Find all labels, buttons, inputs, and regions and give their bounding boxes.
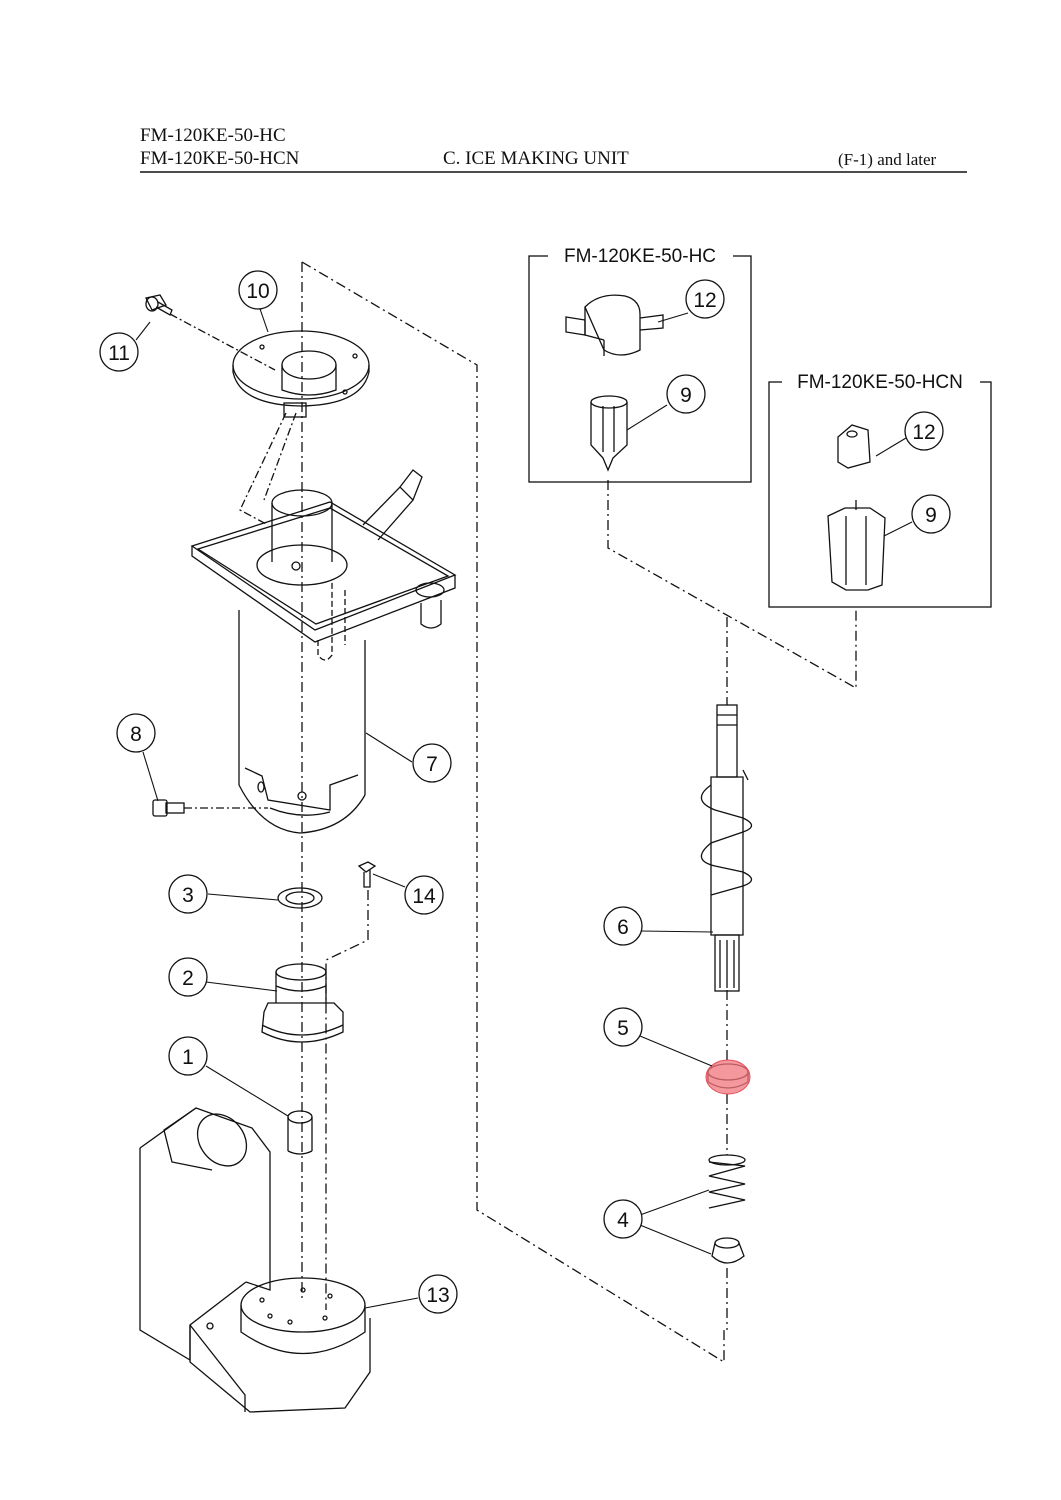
callout-12-hcn: 12 (912, 421, 935, 444)
part-13-gear-motor (139, 1107, 371, 1413)
assembly-dashed-outline (301, 261, 725, 1364)
callout-8: 8 (130, 723, 142, 746)
callout-circle-8 (116, 713, 156, 753)
part-11-screw (145, 294, 173, 316)
callout-1: 1 (182, 1046, 194, 1069)
callout-10: 10 (246, 280, 269, 303)
callout-12-hc: 12 (693, 289, 716, 312)
part-4-spring (708, 1154, 746, 1209)
callout-3: 3 (182, 884, 194, 907)
callout-circle-12b (904, 411, 944, 451)
part-7-evaporator (190, 469, 457, 834)
right-dashed-axis (607, 480, 857, 705)
callout-9-hc: 9 (680, 384, 692, 407)
callout-circle-7 (412, 743, 452, 783)
model-line-1: FM-120KE-50-HC (140, 125, 286, 146)
part-3-o-ring (277, 887, 323, 909)
variant-label-hc: FM-120KE-50-HC (564, 246, 716, 267)
part-12-cutter-hc (565, 294, 664, 356)
part-10-flange (232, 330, 370, 418)
callout-circle-6 (603, 906, 643, 946)
callout-circle-2 (168, 957, 208, 997)
model-line-2: FM-120KE-50-HCN (140, 148, 300, 169)
callout-2: 2 (182, 967, 194, 990)
variant-box-hcn-frame (768, 381, 992, 608)
callout-7: 7 (426, 753, 438, 776)
callout-4: 4 (617, 1209, 629, 1232)
part-12-cutter-hcn (837, 424, 871, 469)
part-2-bearing-housing (261, 963, 344, 1043)
callout-circle-5 (603, 1007, 643, 1047)
callout-5: 5 (617, 1017, 629, 1040)
callout-circle-12a (685, 279, 725, 319)
callout-circle-4 (603, 1199, 643, 1239)
part-6-auger (700, 704, 753, 992)
callout-circle-13 (418, 1274, 458, 1314)
callout-circle-1 (168, 1036, 208, 1076)
callout-circle-11 (99, 332, 139, 372)
part-9-extruding-head-hc (590, 395, 628, 472)
callout-6: 6 (617, 916, 629, 939)
section-title: C. ICE MAKING UNIT (443, 148, 629, 169)
callout-circle-9a (666, 374, 706, 414)
callout-9-hcn: 9 (925, 504, 937, 527)
callout-11: 11 (108, 342, 130, 365)
callout-14: 14 (412, 885, 436, 908)
callout-circle-3 (168, 874, 208, 914)
serial-range: (F-1) and later (838, 150, 937, 169)
variant-label-hcn: FM-120KE-50-HCN (797, 372, 963, 393)
part-9-extruding-head-hcn (827, 500, 886, 591)
callout-circle-14 (404, 875, 444, 915)
aux-axis (325, 890, 369, 1310)
part-4-retainer (711, 1237, 745, 1264)
part-14-screw (357, 861, 377, 888)
callout-circle-9b (911, 494, 951, 534)
callout-circle-10 (238, 270, 278, 310)
callout-13: 13 (426, 1284, 449, 1307)
part-5-highlight (705, 1059, 751, 1095)
part-8-bolt (152, 799, 185, 817)
part-1-coupling (287, 1110, 313, 1155)
